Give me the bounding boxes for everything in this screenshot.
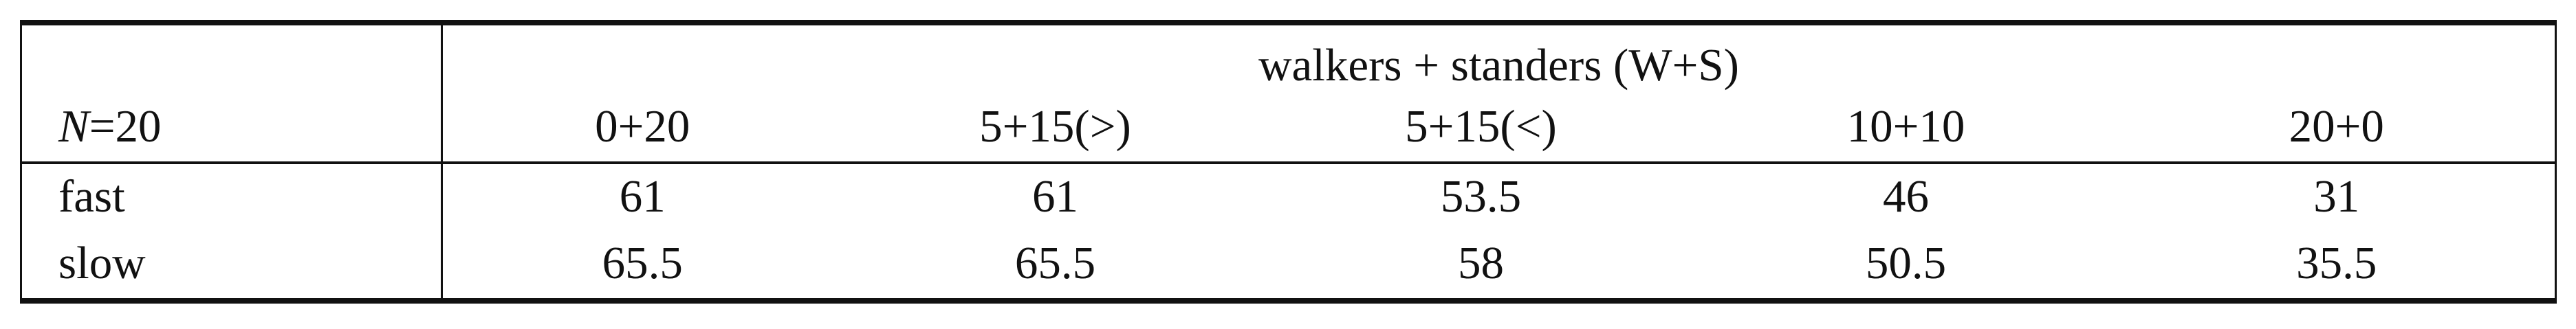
- header-row-group: walkers + standers (W+S): [20, 20, 2557, 91]
- header-row-columns: N=20 0+20 5+15(>) 5+15(<) 10+10 20+0: [20, 91, 2557, 163]
- row-label: fast: [20, 161, 443, 229]
- corner-value: =20: [89, 100, 162, 152]
- column-header: 5+15(<): [1405, 100, 1557, 152]
- table-cell: 65.5: [441, 229, 842, 304]
- table-row: slow 65.5 65.5 58 50.5 35.5: [20, 229, 2557, 304]
- table-cell: 50.5: [1693, 229, 2119, 304]
- data-table: walkers + standers (W+S) N=20 0+20 5+15(…: [20, 20, 2557, 304]
- corner-variable: N: [58, 100, 89, 152]
- data-table-container: walkers + standers (W+S) N=20 0+20 5+15(…: [20, 20, 2557, 308]
- table-cell: 61: [441, 161, 842, 229]
- table-cell: 53.5: [1268, 161, 1694, 229]
- table-cell: 31: [2118, 161, 2557, 229]
- column-header: 5+15(>): [979, 100, 1131, 152]
- table-cell: 35.5: [2118, 229, 2557, 304]
- table-cell: 61: [842, 161, 1269, 229]
- column-header: 10+10: [1846, 100, 1965, 152]
- corner-label: N=20: [20, 91, 443, 163]
- column-header: 0+20: [595, 100, 690, 152]
- table-cell: 46: [1693, 161, 2119, 229]
- table-row: fast 61 61 53.5 46 31: [20, 161, 2557, 229]
- table-cell: 58: [1268, 229, 1694, 304]
- row-label: slow: [20, 229, 443, 304]
- table-cell: 65.5: [842, 229, 1269, 304]
- column-header: 20+0: [2118, 91, 2557, 163]
- group-header: walkers + standers (W+S): [441, 20, 2557, 91]
- corner-top-cell: [20, 20, 443, 91]
